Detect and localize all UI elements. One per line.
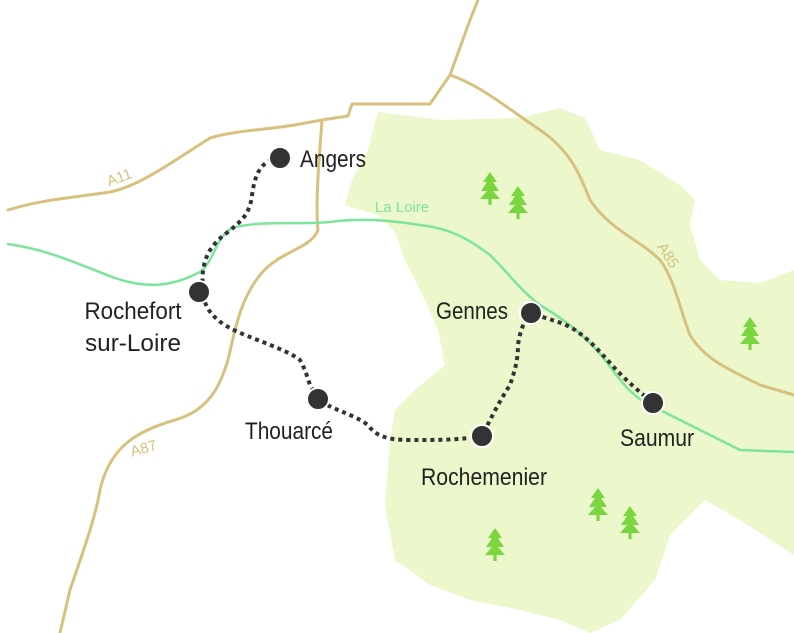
town-label-rochefort-line1: Rochefort [85, 298, 182, 325]
road-a85 [448, 73, 794, 397]
town-marker-angers[interactable] [268, 146, 292, 170]
route-path [200, 156, 655, 443]
town-marker-rochemenier[interactable] [470, 424, 494, 448]
road-a87 [58, 118, 324, 633]
river-label: La Loire [375, 199, 429, 216]
town-marker-gennes[interactable] [519, 301, 543, 325]
town-marker-rochefort[interactable] [187, 280, 211, 304]
town-label-rochemenier: Rochemenier [421, 464, 547, 491]
town-marker-saumur[interactable] [641, 391, 665, 415]
forest-area [345, 108, 794, 633]
town-label-thouarce: Thouarcé [245, 418, 333, 445]
town-label-rochefort-line2: sur-Loire [85, 330, 181, 357]
town-label-gennes: Gennes [436, 298, 508, 325]
town-label-saumur: Saumur [620, 425, 694, 452]
roads-layer [6, 0, 794, 633]
town-marker-thouarce[interactable] [306, 387, 330, 411]
river-loire [6, 218, 794, 454]
road-a11 [6, 0, 480, 212]
road-label-a87: A87 [129, 437, 159, 461]
town-label-angers: Angers [300, 146, 366, 173]
town-markers [187, 146, 665, 448]
